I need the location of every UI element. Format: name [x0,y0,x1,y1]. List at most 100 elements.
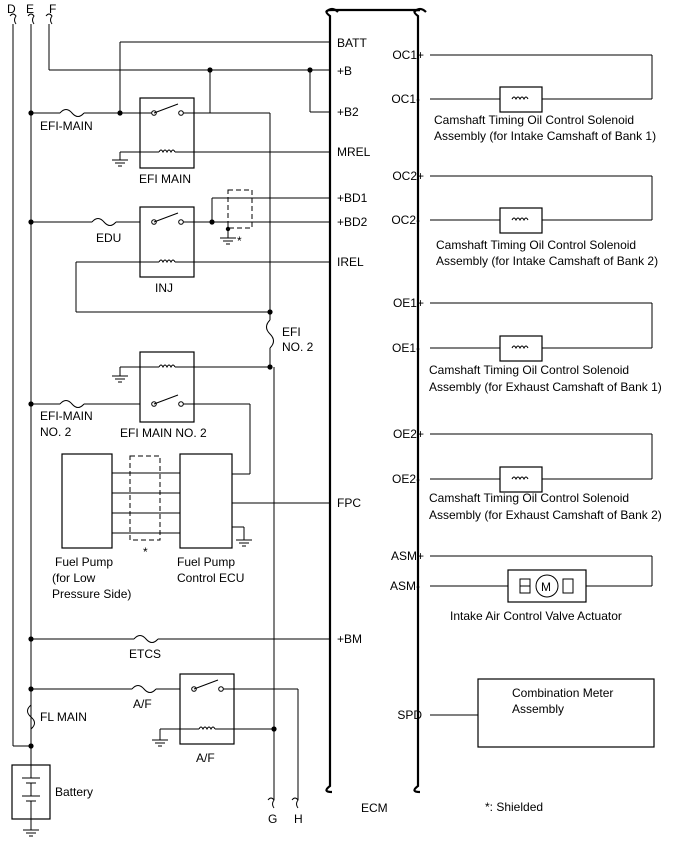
pin-b: +B [337,64,352,78]
fuel-pump-ecu-label-line1: Fuel Pump [177,555,235,569]
af-relay-circuit: A/F A/F G H FL MAIN [11,367,303,837]
solenoid-1: Camshaft Timing Oil Control Solenoid Ass… [430,54,656,143]
combination-meter: Combination Meter Assembly [430,678,655,748]
solenoid-1-body [499,86,543,113]
solenoid-3-label-line2: Assembly (for Exhaust Camshaft of Bank 1… [429,380,662,394]
solenoid-3-label-line1: Camshaft Timing Oil Control Solenoid [429,363,629,377]
efi-main-no2-relay [139,351,195,423]
pin-batt: BATT [337,36,367,50]
harness-label-d: D [7,2,16,16]
solenoid-4: Camshaft Timing Oil Control Solenoid Ass… [429,433,662,522]
battery-label: Battery [55,785,93,799]
solenoid-4-coil-icon [511,476,529,481]
combination-meter-box [477,678,655,748]
ecm-body: ECM [325,7,427,815]
solenoid-3: Camshaft Timing Oil Control Solenoid Ass… [429,302,662,394]
efi-main-no2-relay-circuit: EFI-MAIN NO. 2 EFI MAIN NO. 2 [28,351,270,475]
solenoid-4-body [499,466,543,493]
fuel-pump-label-line3: Pressure Side) [52,587,131,601]
pin-fpc: FPC [337,496,361,510]
solenoid-4-label-line2: Assembly (for Exhaust Camshaft of Bank 2… [429,508,662,522]
pin-oc2p: OC2+ [392,169,424,183]
pin-bm: +BM [337,632,362,646]
fl-main-fuse-icon [27,704,35,730]
pump-shield [129,455,161,541]
pin-oc2m: OC2- [391,213,420,227]
relay-label-af: A/F [196,751,215,765]
fuse-label-efi-no2-line2: NO. 2 [282,340,314,354]
inj-relay-circuit: EDU INJ * [28,189,330,313]
relay-label-efi-main: EFI MAIN [139,172,191,186]
fuse-label-efi-no2-line1: EFI [282,325,301,339]
edu-fuse-icon [91,218,117,226]
inj-coil-icon [158,259,176,264]
pin-irel: IREL [337,255,364,269]
harness-label-g: G [268,812,277,826]
solenoid-2: Camshaft Timing Oil Control Solenoid Ass… [430,175,658,268]
solenoid-3-coil-icon [511,345,529,350]
pin-asmp: ASM+ [391,549,424,563]
fuse-label-etcs: ETCS [129,647,161,661]
fuse-label-edu: EDU [96,231,121,245]
etcs-fuse-icon [133,635,159,643]
ecm-label: ECM [361,801,388,815]
pin-oe1p: OE1+ [393,296,424,310]
main-relay-circuit: EFI-MAIN EFI MAIN [28,41,330,320]
solenoid-2-body [499,207,543,234]
fuel-pump-control-ecu [179,453,233,549]
solenoid-4-label-line1: Camshaft Timing Oil Control Solenoid [429,491,629,505]
af-coil-icon [198,726,216,731]
etcs-circuit: ETCS [28,635,330,661]
efi-main-relay [139,97,195,169]
harness-label-f: F [49,2,56,16]
fuse-label-efi-main-no2-line2: NO. 2 [40,425,72,439]
fuse-label-efi-main: EFI-MAIN [40,119,93,133]
fuel-pump [61,453,113,549]
solenoid-1-label-line2: Assembly (for Intake Camshaft of Bank 1) [434,129,656,143]
meter-label-line1: Combination Meter [512,686,613,700]
fuse-label-efi-main-no2-line1: EFI-MAIN [40,409,93,423]
motor-icon [535,574,559,598]
pin-bd2: +BD2 [337,215,368,229]
pin-asmm: ASM- [390,579,420,593]
bd-shield [227,189,253,229]
solenoid-2-label-line1: Camshaft Timing Oil Control Solenoid [436,238,636,252]
pin-mrel: MREL [337,145,371,159]
relay-label-inj: INJ [155,281,173,295]
actuator-label: Intake Air Control Valve Actuator [450,609,622,623]
efi-no2-fuse: EFI NO. 2 [266,309,314,370]
af-relay [179,673,235,745]
pin-oc1m: OC1- [391,92,420,106]
shielded-legend: *: Shielded [485,800,543,814]
efi-main-no2-coil-icon [158,364,176,369]
pin-oe1m: OE1- [392,341,420,355]
efi-main-no2-fuse-icon [59,400,85,408]
bd-shield-mark: * [237,234,242,248]
fuel-pump-circuit: * Fuel Pump (for Low Pressure Side) Fuel… [52,453,330,601]
solenoid-3-body [499,335,543,362]
intake-air-control-actuator: M Intake Air Control Valve Actuator [430,555,653,623]
solenoid-1-label-line1: Camshaft Timing Oil Control Solenoid [434,113,634,127]
pump-shield-mark: * [143,545,148,559]
ecm-left-pins: BATT +B +B2 MREL +BD1 +BD2 IREL FPC +BM [337,36,371,646]
efi-main-coil-icon [158,149,176,154]
pin-bd1: +BD1 [337,191,368,205]
pin-b2: +B2 [337,105,359,119]
efi-no2-fuse-icon [266,319,274,349]
fuel-pump-label-line1: Fuel Pump [55,555,113,569]
harness-label-e: E [26,2,34,16]
motor-symbol: M [541,580,551,594]
pin-oe2p: OE2+ [393,427,424,441]
harness-rails: D E F [7,2,330,746]
pin-oc1p: OC1+ [392,48,424,62]
solenoid-1-coil-icon [511,96,529,101]
pin-spd: SPD [397,708,422,722]
fuse-label-af: A/F [133,697,152,711]
efi-main-fuse-icon [59,109,85,117]
solenoid-2-coil-icon [511,217,529,222]
meter-label-line2: Assembly [512,702,564,716]
ecm-right-pins: OC1+ OC1- OC2+ OC2- OE1+ OE1- OE2+ OE2- … [390,48,424,722]
relay-label-efi-main-no2: EFI MAIN NO. 2 [120,426,207,440]
inj-relay [139,206,195,278]
